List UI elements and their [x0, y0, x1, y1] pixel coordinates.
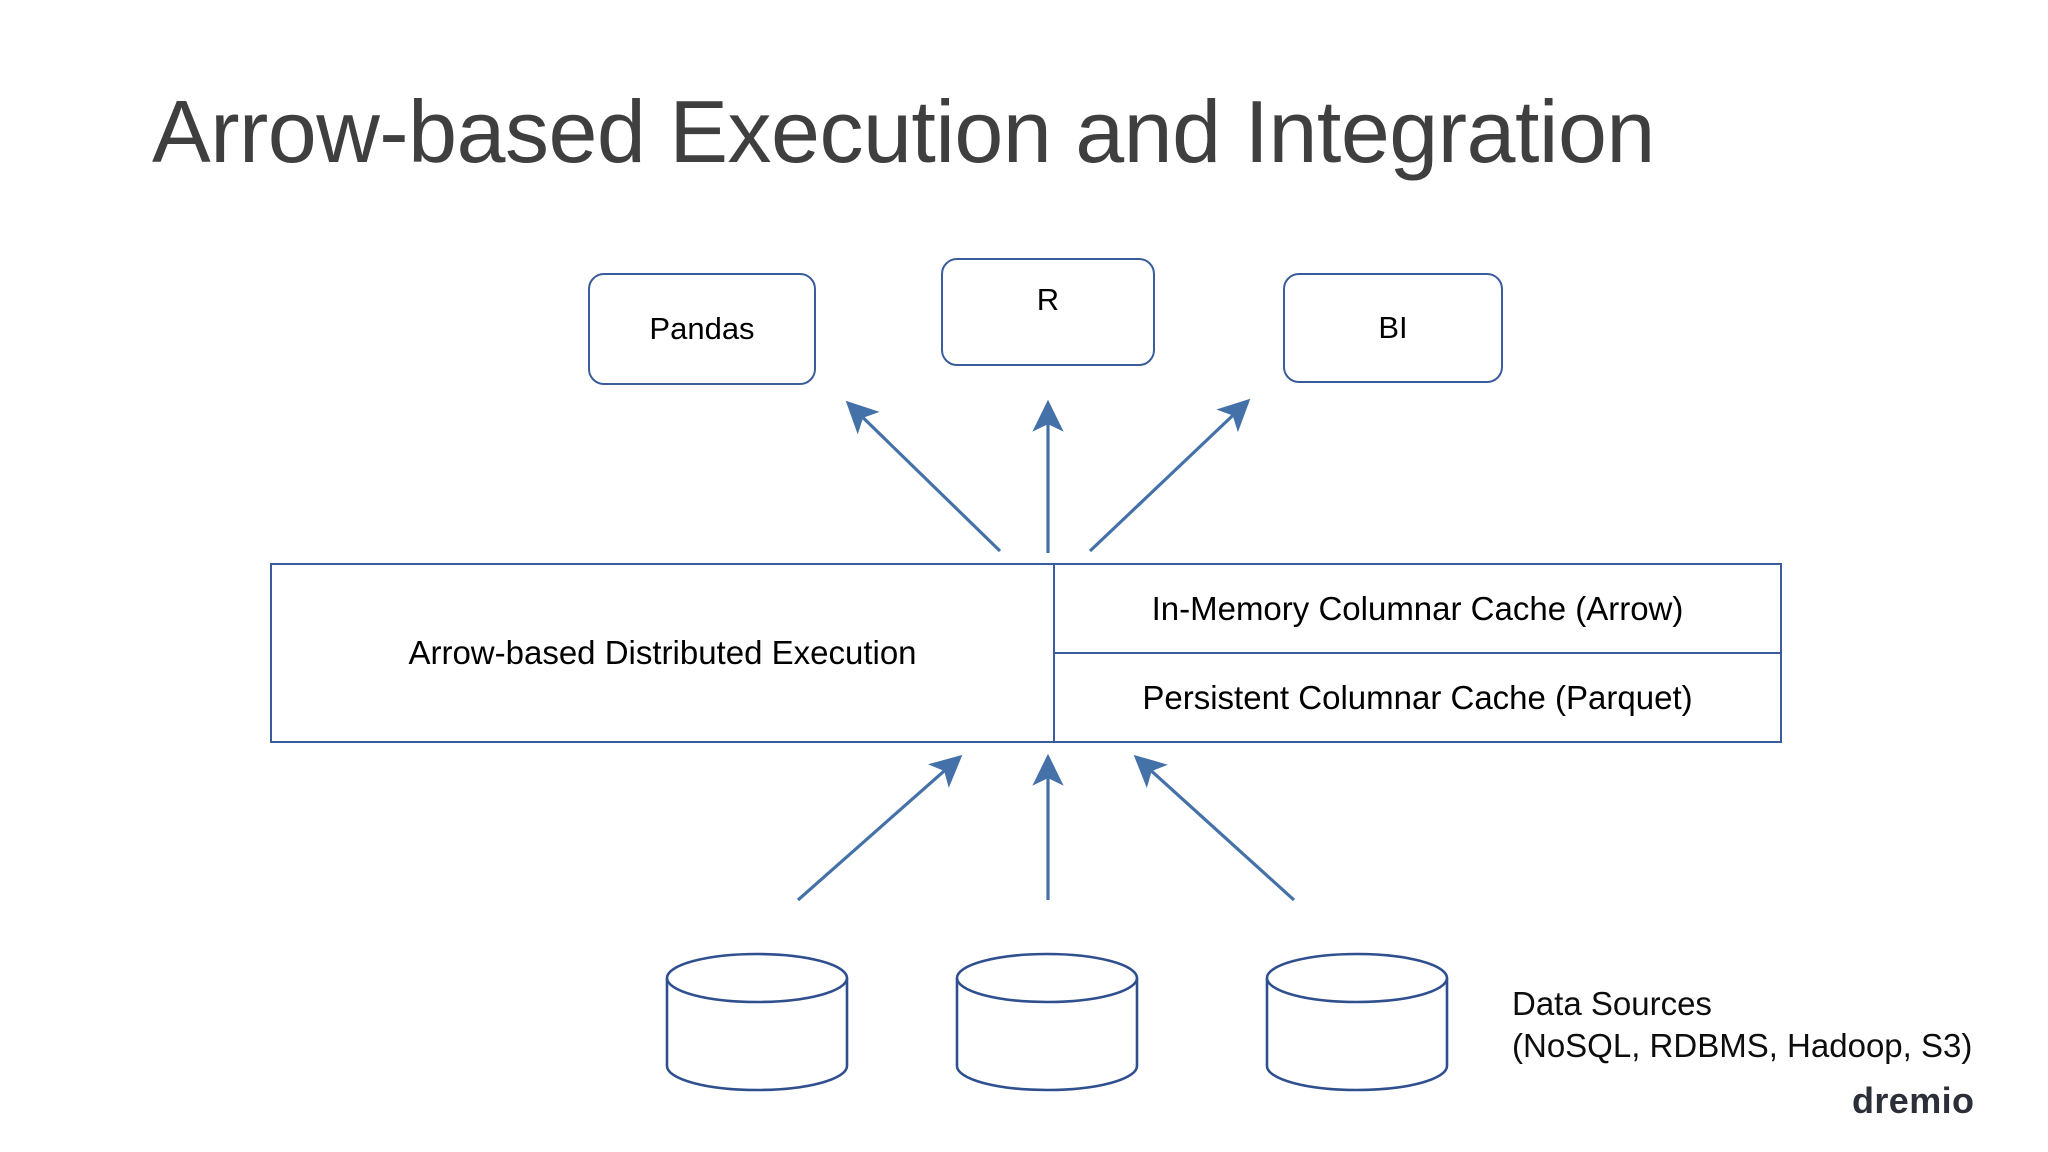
arrow-from-source-1 — [796, 754, 963, 902]
data-sources-caption-line-1: Data Sources — [1512, 985, 1712, 1022]
page-title: Arrow-based Execution and Integration — [152, 82, 1655, 181]
arrow-to-pandas — [845, 400, 1002, 553]
execution-cell-label: Arrow-based Distributed Execution — [408, 634, 917, 671]
in-memory-cache-label: In-Memory Columnar Cache (Arrow) — [1151, 589, 1684, 627]
data-source-cylinder-3[interactable] — [1264, 952, 1450, 1092]
dremio-logo: dremio — [1852, 1080, 1975, 1121]
bi-box-label: BI — [1378, 310, 1408, 345]
data-source-cylinder-1[interactable] — [664, 952, 850, 1092]
arrow-from-source-3 — [1133, 754, 1296, 902]
data-source-cylinder-2[interactable] — [954, 952, 1140, 1092]
r-box-label: R — [1036, 282, 1060, 317]
persistent-cache-label: Persistent Columnar Cache (Parquet) — [1142, 678, 1693, 716]
pandas-box-label: Pandas — [649, 311, 755, 346]
persistent-cache-cell[interactable]: Persistent Columnar Cache (Parquet) — [1055, 654, 1780, 741]
arrow-to-bi — [1088, 398, 1251, 553]
data-sources-caption-line-2: (NoSQL, RDBMS, Hadoop, S3) — [1512, 1027, 1973, 1065]
platform-rectangle: Arrow-based Distributed Execution In-Mem… — [270, 563, 1782, 743]
r-box[interactable]: R — [941, 258, 1155, 366]
bi-box[interactable]: BI — [1283, 273, 1503, 383]
in-memory-cache-cell[interactable]: In-Memory Columnar Cache (Arrow) — [1055, 565, 1780, 654]
pandas-box[interactable]: Pandas — [588, 273, 816, 385]
execution-cell[interactable]: Arrow-based Distributed Execution — [272, 565, 1055, 741]
data-sources-caption: Data Sources (NoSQL, RDBMS, Hadoop, S3) — [1512, 983, 1972, 1067]
cache-column: In-Memory Columnar Cache (Arrow) Persist… — [1055, 565, 1780, 741]
